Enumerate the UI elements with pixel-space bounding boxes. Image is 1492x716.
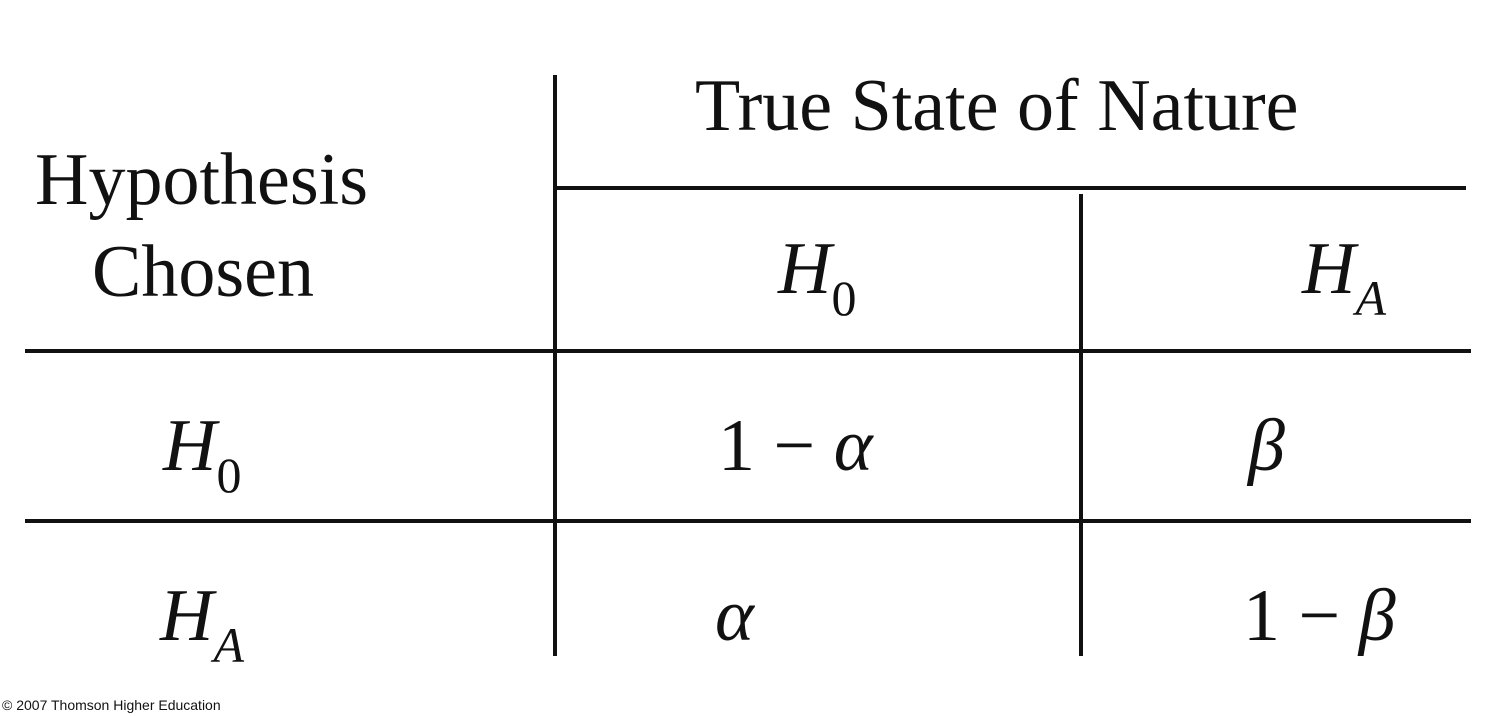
row-header-h0: H0 bbox=[163, 405, 242, 503]
divider-header bbox=[555, 186, 1466, 190]
copyright: © 2007 Thomson Higher Education bbox=[2, 697, 221, 713]
divider-vertical-columns bbox=[1079, 194, 1083, 656]
divider-row-2 bbox=[25, 519, 1471, 523]
divider-vertical-main bbox=[553, 75, 557, 656]
row-label-line1: Hypothesis bbox=[35, 139, 368, 221]
cell-h0-h0: 1 − α bbox=[718, 405, 873, 487]
cell-ha-h0: α bbox=[715, 575, 754, 657]
cell-h0-ha: β bbox=[1248, 405, 1285, 487]
row-header-ha: HA bbox=[160, 575, 244, 673]
column-header-h0: H0 bbox=[778, 228, 857, 326]
row-label-line2: Chosen bbox=[92, 231, 314, 313]
column-group-title: True State of Nature bbox=[695, 65, 1299, 147]
divider-row-1 bbox=[25, 349, 1471, 353]
column-header-ha: HA bbox=[1302, 228, 1386, 326]
cell-ha-ha: 1 − β bbox=[1243, 575, 1396, 657]
